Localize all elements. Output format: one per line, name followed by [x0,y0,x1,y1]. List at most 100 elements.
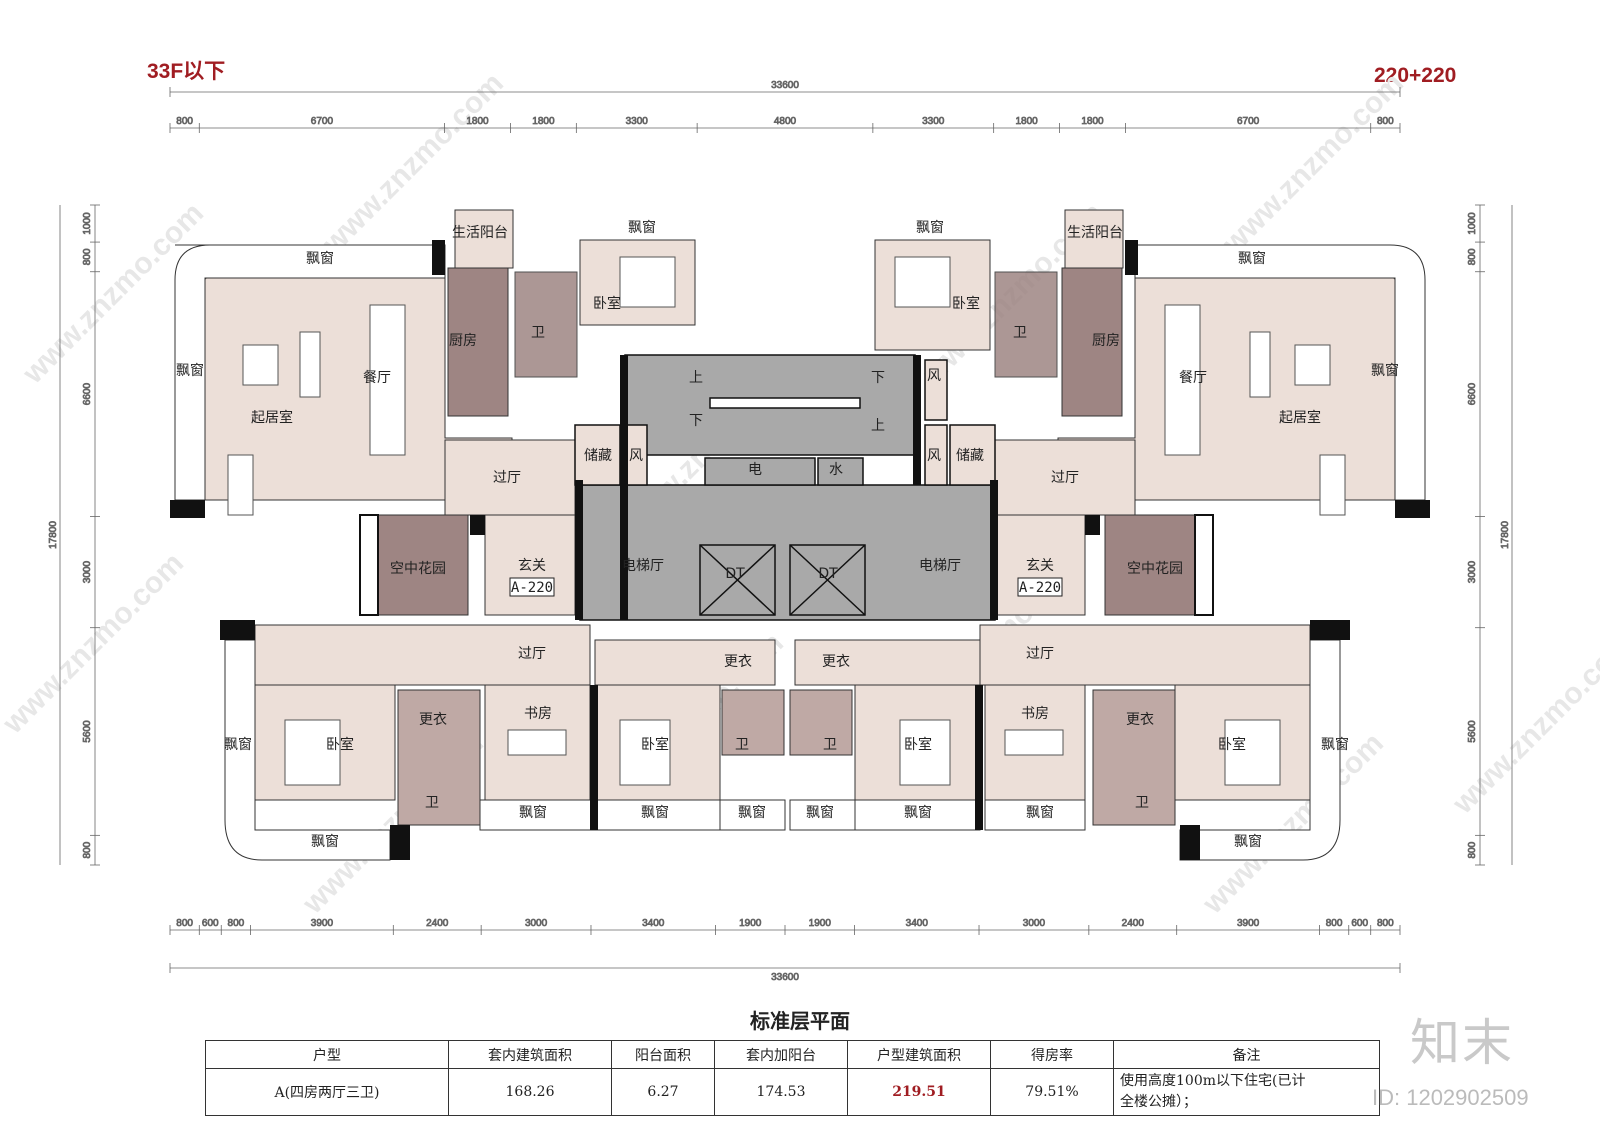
right-corridor [994,439,1136,516]
kitchen-label: 厨房 [1092,333,1120,349]
foyer-label: 玄关 [1026,557,1054,574]
bay-center-r [854,799,981,831]
bay-window-label: 飘窗 [916,219,944,236]
bay-window-label: 飘窗 [641,804,669,821]
dressing-label: 更衣 [822,654,850,670]
bay-window-label: 飘窗 [306,250,334,267]
water-room [817,457,864,486]
center-bath-r [789,689,853,756]
right-foyer [994,514,1086,616]
bedroom-label: 卧室 [1218,736,1246,753]
right-bay-top [1134,244,1426,501]
bay-window-label: 飘窗 [1238,250,1266,267]
dim-label-13: 800 [1326,918,1343,929]
center-bath-l [721,689,785,756]
dim-label-7: 1800 [1015,116,1038,127]
right-bath-bottom [1092,689,1176,826]
bay-window-label: 飘窗 [311,833,339,850]
dining-room-label: 餐厅 [1179,370,1207,386]
dim-total-v: 17800 [48,521,59,549]
dim-label-4: 2400 [426,918,449,929]
dim-label-15: 800 [1377,918,1394,929]
left-bath-bottom [397,689,481,826]
left-dress [594,639,776,686]
unit-tag-label: A-220 [1019,580,1061,596]
unit-tag-box [1017,577,1063,597]
unit-tag-box [509,577,555,597]
stair-up-label: 上 [871,418,885,434]
right-shaft-b [924,424,948,486]
left-sky-garden [377,514,469,616]
corridor-label: 过厅 [1026,646,1054,662]
dim-label-v0: 1000 [1467,212,1478,235]
right-lower-corridor [979,624,1311,686]
bay-window-label: 飘窗 [1371,362,1399,379]
bay-bath-r [789,799,856,831]
stair-up-label: 上 [689,370,703,386]
utility-balcony-label: 生活阳台 [1067,225,1123,241]
bay-window-label: 飘窗 [806,804,834,821]
bedroom-label: 卧室 [641,736,669,753]
left-storage [574,424,621,486]
living-room-label: 起居室 [251,409,293,426]
cell-inner-plus-balcony: 174.53 [714,1068,848,1116]
right-dress [794,639,981,686]
unit-combo-label: 220+220 [1374,64,1457,87]
room-labels: 飘窗飘窗飘窗飘窗起居室起居室餐厅餐厅厨房厨房生活阳台生活阳台飘窗飘窗卧室卧室卫卫… [176,219,1399,850]
left-utility-balcony [454,209,514,269]
bay-window-label: 飘窗 [1321,736,1349,753]
right-utility-balcony [1064,209,1124,269]
watermark-id: ID: 1202902509 [1372,1085,1529,1110]
dressing-label: 更衣 [1126,712,1154,728]
right-shaft-a [924,359,948,421]
wet-zones [377,209,1196,826]
bay-window-label: 飘窗 [628,219,656,236]
watermark-text: www.znzmo.com [1216,67,1410,261]
sky-garden-label: 空中花园 [1127,561,1183,577]
bedroom-label: 卧室 [593,295,621,312]
dim-label-v3: 3000 [1467,561,1478,584]
water-room-label: 水 [829,462,843,478]
bay-window-label: 飘窗 [1026,804,1054,821]
corridor-label: 过厅 [518,646,546,662]
watermark-logo: 知末 [1410,1014,1514,1072]
dim-label-v4: 5600 [1467,720,1478,743]
bay-window-label: 飘窗 [176,362,204,379]
utility-balcony-label: 生活阳台 [452,225,508,241]
dim-label-v2: 6600 [82,383,93,406]
shaft-label: 风 [927,448,941,464]
bay-window-label: 飘窗 [224,736,252,753]
col-inner-plus-balcony: 套内加阳台 [714,1040,848,1069]
left-bay-bottom [224,639,391,861]
right-kitchen [1061,267,1123,417]
bath-label: 卫 [1013,325,1027,341]
left-bay-top [174,244,446,501]
dim-label-9: 6700 [1237,116,1260,127]
bath-label: 卫 [1135,795,1149,811]
living-room-label: 起居室 [1279,409,1321,426]
dim-label-6: 3400 [642,918,665,929]
floor-range-label: 33F以下 [147,60,226,83]
dim-label-v5: 800 [1467,841,1478,858]
bay-window-label: 飘窗 [738,804,766,821]
foyer-label: 玄关 [518,557,546,574]
cell-note: 使用高度100m以下住宅(已计全楼公摊）； [1113,1068,1380,1116]
dining-room-label: 餐厅 [363,370,391,386]
elevator-label: DT [725,566,745,582]
sky-garden-label: 空中花园 [390,561,446,577]
col-efficiency: 得房率 [990,1040,1114,1069]
dim-label-v0: 1000 [82,212,93,235]
bedroom-label: 卧室 [326,736,354,753]
dim-label-1: 600 [202,918,219,929]
left-lower-corridor [254,624,591,686]
study-label: 书房 [1021,706,1049,722]
dim-label-10: 3000 [1023,918,1046,929]
dim-label-v1: 800 [1467,248,1478,265]
cell-efficiency: 79.51% [990,1068,1114,1116]
dressing-label: 更衣 [724,654,752,670]
dim-total: 33600 [771,80,799,91]
right-bath-top [994,271,1058,378]
bay-window-label: 飘窗 [1234,833,1262,850]
cell-balcony-area: 6.27 [611,1068,715,1116]
